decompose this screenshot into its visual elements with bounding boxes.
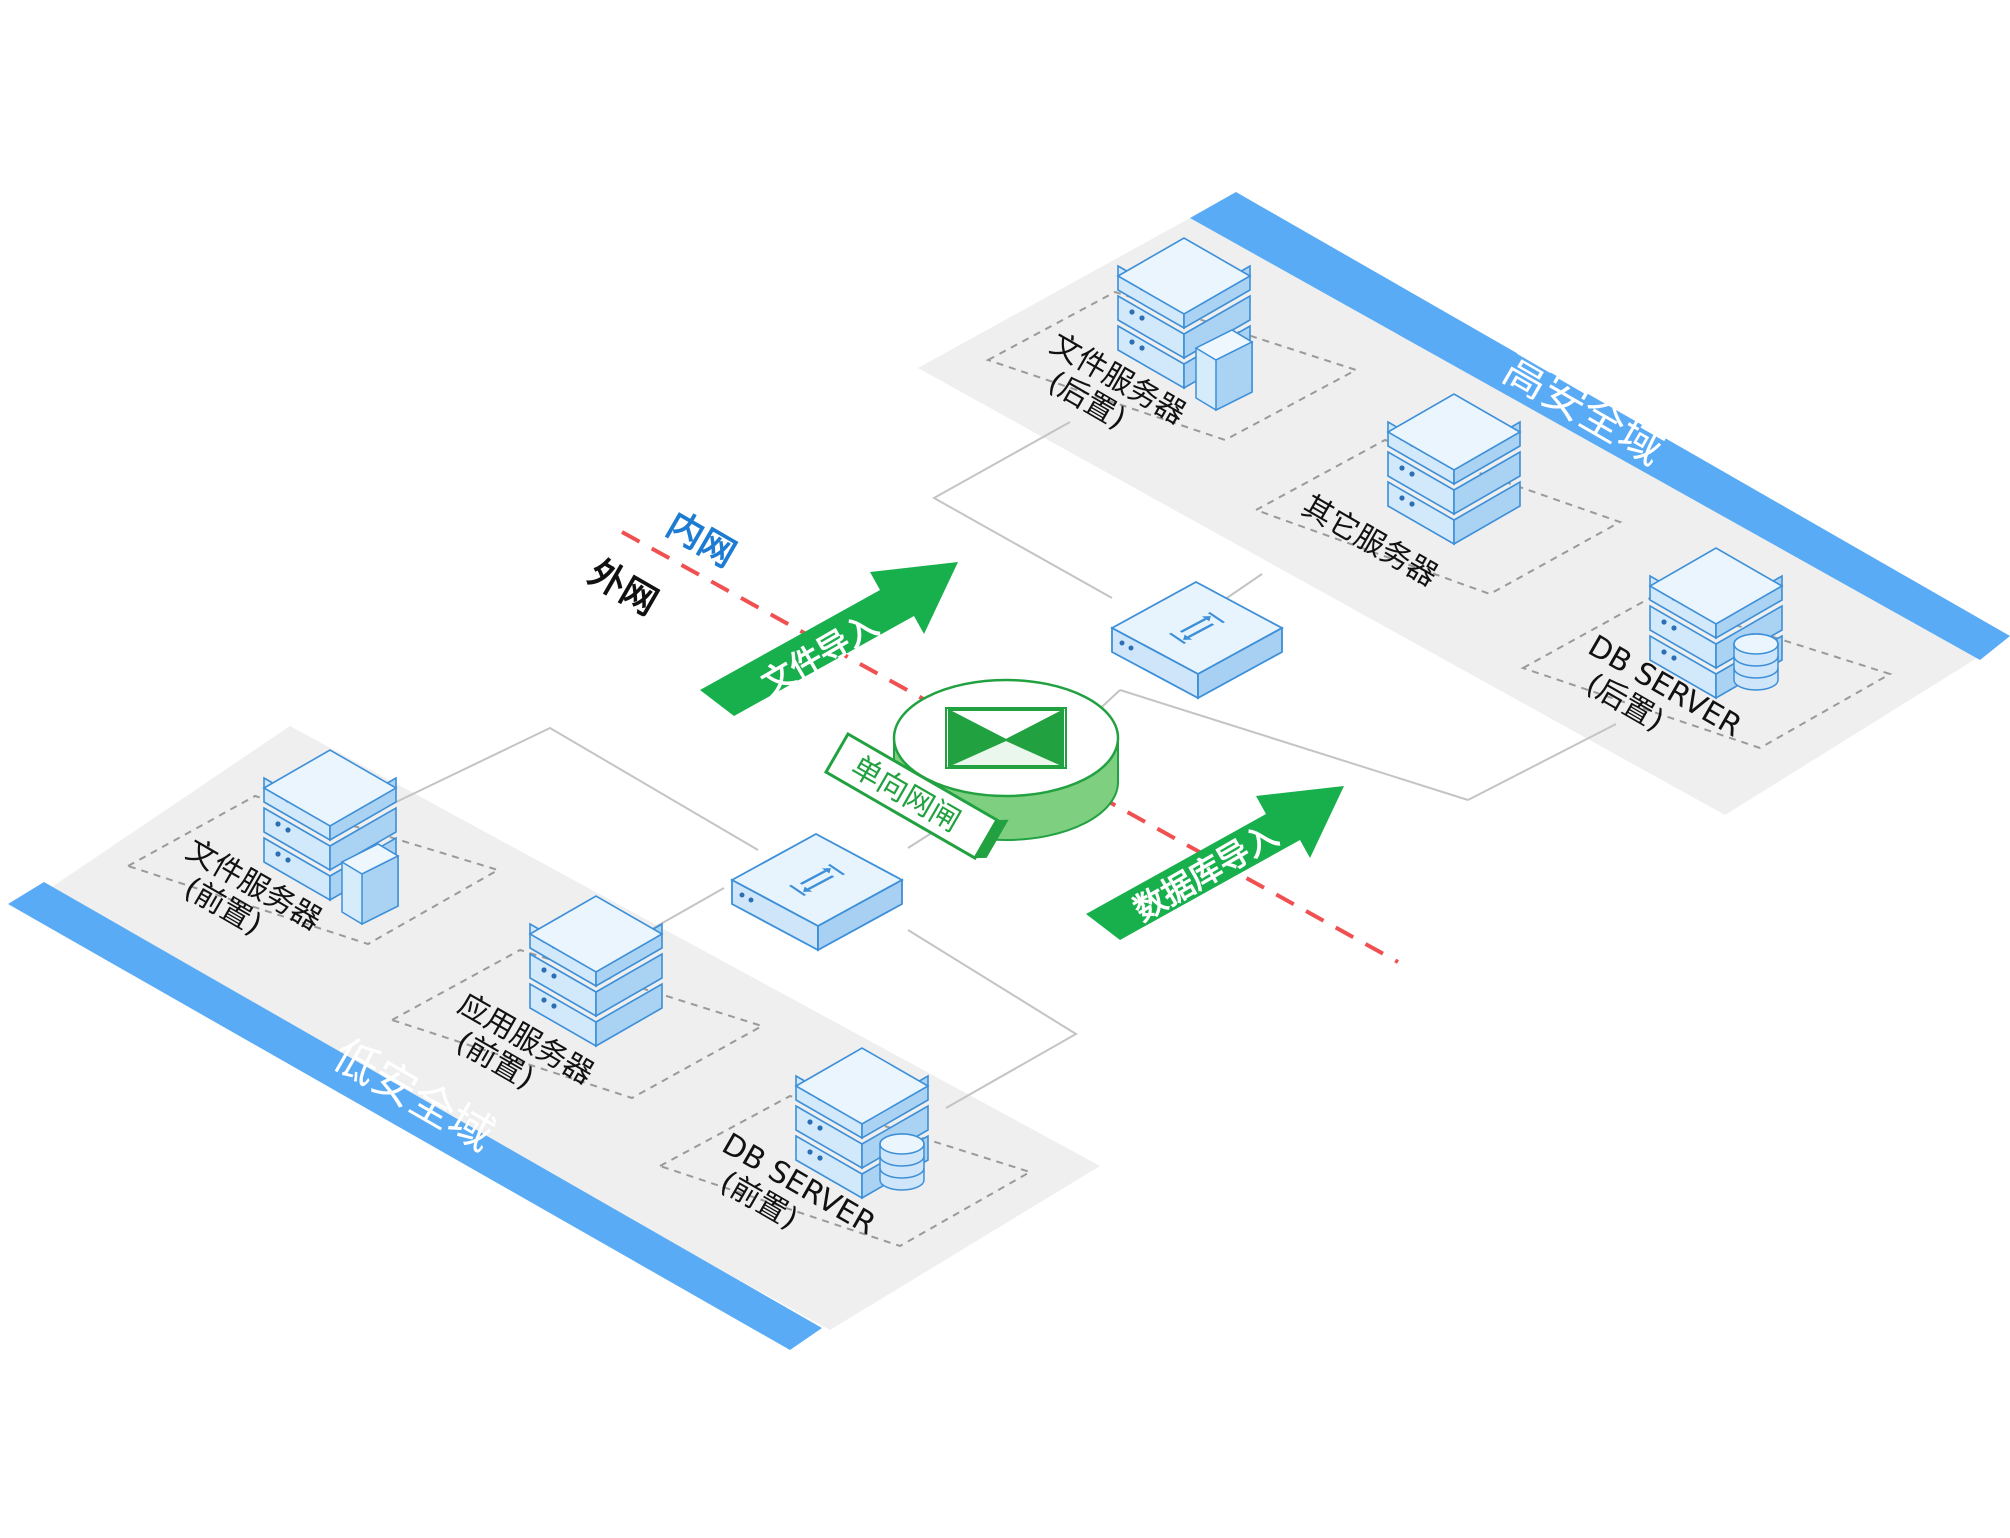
file-import-arrow: 文件导入	[700, 562, 958, 716]
high-db-badge-icon	[1733, 633, 1779, 691]
low-zone-switch	[730, 832, 904, 952]
high-file-server-box	[985, 290, 1359, 442]
high-zone-bar	[1190, 192, 2010, 660]
inner-network-label: 内网	[660, 504, 743, 576]
low-app-server-box	[389, 948, 765, 1100]
low-db-badge-icon	[879, 1133, 925, 1191]
one-way-gateway: 单向网闸	[823, 678, 1120, 861]
high-other-server-box	[1253, 438, 1623, 596]
gateway-envelope-icon	[945, 707, 1067, 769]
low-file-server: 文件服务器 (前置)	[178, 749, 399, 943]
db-import-arrow: 数据库导入	[1086, 786, 1344, 940]
low-file-server-box	[125, 794, 501, 946]
outer-network-label: 外网	[582, 552, 665, 624]
low-zone-bar	[8, 882, 822, 1350]
high-file-server: 文件服务器 (后置)	[1042, 237, 1253, 437]
high-db-server-box	[1520, 596, 1893, 750]
db-import-label: 数据库导入	[1127, 816, 1285, 929]
gateway-label-box	[823, 731, 1000, 861]
high-zone-switch	[1110, 580, 1284, 700]
